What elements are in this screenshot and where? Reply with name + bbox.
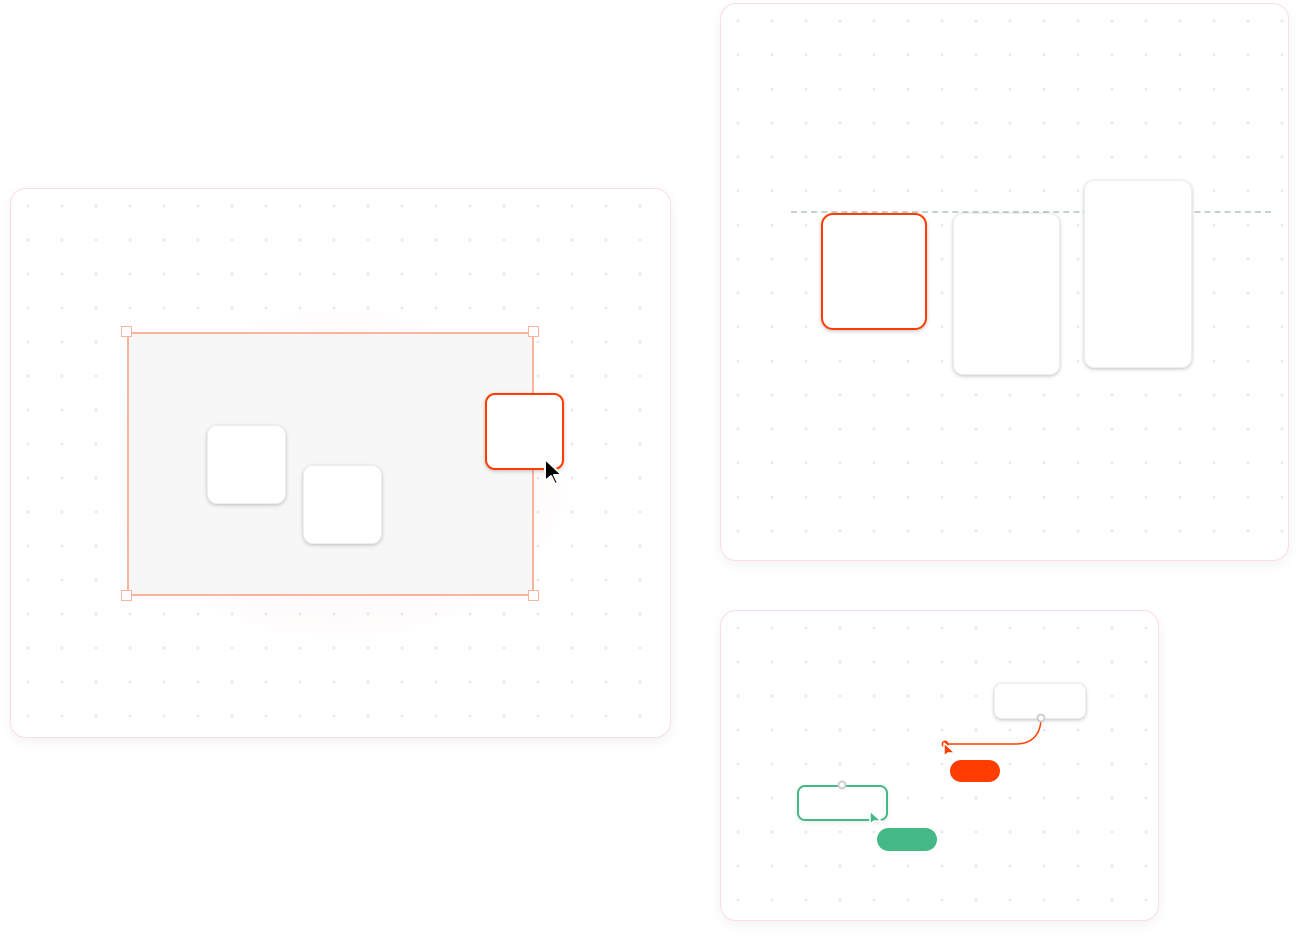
resize-handle-icon[interactable] (528, 590, 539, 601)
selection-box[interactable] (127, 332, 534, 596)
node-card[interactable] (1084, 180, 1192, 368)
cursor-arrow-icon (869, 810, 882, 825)
node-card[interactable] (303, 465, 382, 544)
alignment-guide (791, 211, 1271, 213)
connector-dot-icon (837, 780, 847, 790)
user-label-pill-green (877, 828, 937, 851)
canvas-panel-alignment (720, 3, 1289, 561)
resize-handle-icon[interactable] (528, 326, 539, 337)
node-card-active[interactable] (485, 393, 564, 470)
canvas-panel-selection (10, 188, 671, 738)
node-card[interactable] (994, 683, 1086, 719)
canvas-panel-connectors (720, 610, 1159, 921)
resize-handle-icon[interactable] (121, 326, 132, 337)
cursor-arrow-icon (544, 458, 563, 485)
cursor-arrow-icon (943, 742, 956, 757)
node-card-active[interactable] (821, 213, 927, 330)
node-card[interactable] (207, 425, 286, 504)
node-card[interactable] (953, 213, 1060, 375)
connector-dot-icon (1036, 713, 1046, 723)
connector-line (941, 713, 1046, 748)
resize-handle-icon[interactable] (121, 590, 132, 601)
user-label-pill-orange (950, 760, 1000, 782)
